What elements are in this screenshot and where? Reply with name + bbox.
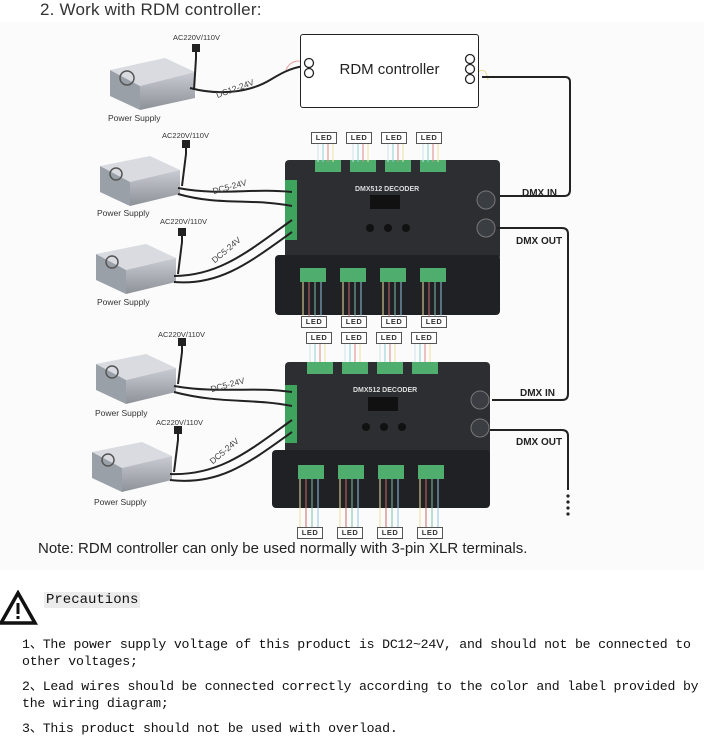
led-label: LED (297, 527, 323, 539)
section-title: 2. Work with RDM controller: (40, 0, 262, 19)
led-label: LED (341, 332, 367, 344)
power-supply-label: Power Supply (97, 297, 150, 307)
led-label: LED (306, 332, 332, 344)
rdm-controller: RDM controller (300, 34, 479, 108)
power-supply-unit-1 (110, 58, 195, 110)
power-supply-label: Power Supply (94, 497, 147, 507)
led-label: LED (346, 132, 372, 144)
led-label: LED (416, 132, 442, 144)
power-supply-unit-3 (96, 244, 176, 294)
dmx-in-label: DMX IN (522, 188, 557, 199)
dmx-out-label: DMX OUT (516, 437, 563, 448)
xlr-note: Note: RDM controller can only be used no… (38, 540, 528, 557)
power-supply-label: Power Supply (95, 408, 148, 418)
rdm-output-terminal-icon (464, 53, 476, 85)
precaution-line: 3、This product should not be used with o… (22, 721, 398, 736)
ac-input-label: AC220V/110V (158, 330, 205, 339)
precaution-line: the wiring diagram; (22, 696, 169, 711)
precautions-title: Precautions (44, 592, 141, 608)
ac-input-label: AC220V/110V (156, 418, 203, 427)
precaution-line: 2、Lead wires should be connected correct… (22, 679, 699, 694)
power-supply-unit-2 (100, 156, 180, 206)
dmx-out-label: DMX OUT (516, 236, 563, 247)
power-supply-label: Power Supply (97, 208, 150, 218)
led-label: LED (411, 332, 437, 344)
led-label: LED (311, 132, 337, 144)
precaution-line: 1、The power supply voltage of this produ… (22, 637, 691, 652)
led-label: LED (421, 316, 447, 328)
wiring-diagram (92, 44, 571, 527)
rdm-controller-label: RDM controller (339, 61, 440, 78)
led-label: LED (377, 527, 403, 539)
power-supply-unit-4 (96, 354, 176, 404)
decoder-unit-2 (272, 362, 490, 508)
power-supply-label: Power Supply (108, 113, 161, 123)
power-supply-unit-5 (92, 442, 172, 492)
warning-triangle-icon (0, 590, 38, 625)
decoder-unit-1 (275, 160, 500, 315)
led-label: LED (381, 316, 407, 328)
dmx-in-label: DMX IN (520, 388, 555, 399)
led-label: LED (381, 132, 407, 144)
decoder-name: DMX512 DECODER (353, 387, 418, 394)
precaution-line: other voltages; (22, 654, 138, 669)
led-label: LED (301, 316, 327, 328)
rdm-input-terminal-icon (303, 57, 315, 79)
led-label: LED (376, 332, 402, 344)
led-label: LED (337, 527, 363, 539)
led-label: LED (417, 527, 443, 539)
led-label: LED (341, 316, 367, 328)
ac-input-label: AC220V/110V (162, 131, 209, 140)
ac-input-label: AC220V/110V (173, 33, 220, 42)
ac-input-label: AC220V/110V (160, 217, 207, 226)
decoder-name: DMX512 DECODER (355, 186, 420, 193)
